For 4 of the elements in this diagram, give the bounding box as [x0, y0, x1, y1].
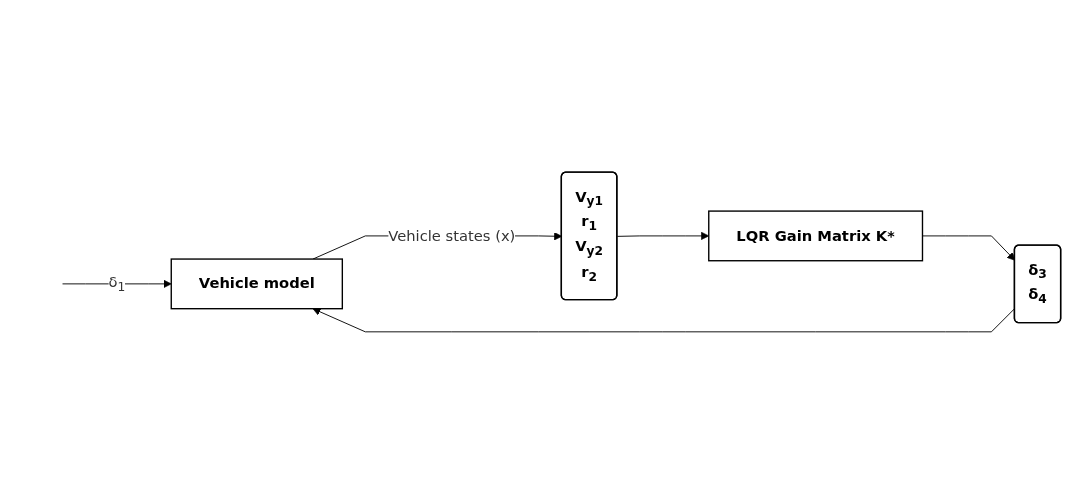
edge-label: Vehicle states (x) — [388, 226, 516, 245]
node-box: LQR Gain Matrix K* — [708, 210, 924, 262]
node-box: Vehicle model — [170, 258, 343, 310]
edge-label: δ$_{1}$ — [108, 273, 126, 294]
